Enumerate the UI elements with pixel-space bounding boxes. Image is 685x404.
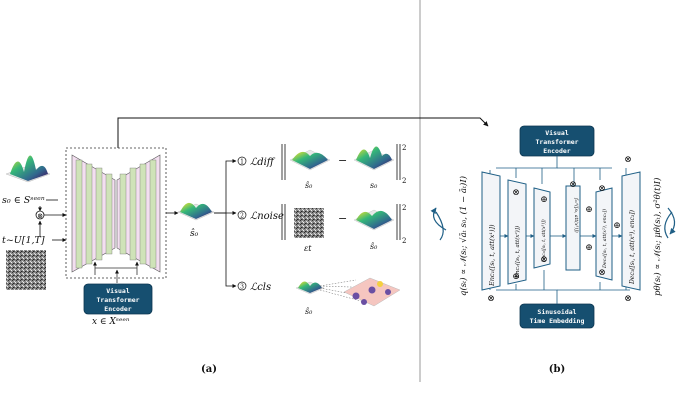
svg-text:3: 3 xyxy=(240,284,244,291)
dec2-label: Dec₂([sₜ, t, att(x²), enc₂]) xyxy=(601,209,608,269)
s0-input-label: s₀ ∈ Sˢᵉᵉⁿ xyxy=(2,195,45,206)
svg-text:⊗: ⊗ xyxy=(569,180,577,190)
vit-encoder-box-b: Visual Transformer Encoder xyxy=(519,125,595,157)
svg-text:Visual: Visual xyxy=(106,287,130,295)
svg-text:Transformer: Transformer xyxy=(535,138,578,146)
svg-text:Visual: Visual xyxy=(545,129,569,137)
connector-arrow xyxy=(117,117,489,148)
svg-text:1: 1 xyxy=(240,159,244,166)
svg-text:⊕: ⊕ xyxy=(585,205,593,215)
svg-text:−: − xyxy=(338,212,347,225)
enc1-block xyxy=(481,171,501,291)
svg-text:s₀: s₀ xyxy=(370,181,378,190)
svg-text:⊕: ⊕ xyxy=(540,195,548,205)
loss-cls-row: 3 ℒcls ŝ₀ xyxy=(237,277,401,316)
enc2-block xyxy=(507,179,527,285)
t-input-label: t~U[1,T] xyxy=(2,235,45,246)
svg-text:⊗: ⊗ xyxy=(598,184,606,194)
caption-b: (b) xyxy=(549,364,565,375)
svg-text:⊕: ⊕ xyxy=(585,243,593,253)
svg-text:Time Embedding: Time Embedding xyxy=(530,317,585,325)
panel-b: Visual Transformer Encoder Sinusoidal Ti… xyxy=(430,125,676,375)
svg-text:⊗: ⊗ xyxy=(624,294,632,304)
svg-text:Encoder: Encoder xyxy=(104,305,131,313)
reverse-formula: pθ(sₜ) ∝ 𝒩(sₜ; μθ(sₜ), σ²θ(t)I) xyxy=(652,178,663,296)
loss-diff-label: ℒdiff xyxy=(250,157,276,168)
svg-text:⊗: ⊗ xyxy=(512,188,520,198)
svg-text:−: − xyxy=(338,154,347,167)
svg-text:2: 2 xyxy=(240,213,244,220)
svg-text:ŝ₀: ŝ₀ xyxy=(370,242,378,251)
vit-encoder-box-a: Visual Transformer Encoder xyxy=(83,283,153,315)
dec3-block xyxy=(621,171,641,291)
svg-text:Sinusoidal: Sinusoidal xyxy=(537,308,576,316)
svg-text:2: 2 xyxy=(402,237,406,245)
noise-image xyxy=(6,250,46,290)
loss-cls-label: ℒcls xyxy=(250,282,271,293)
svg-text:⊕: ⊕ xyxy=(512,272,520,282)
dec2-block-inner xyxy=(595,187,613,281)
svg-text:⊗: ⊗ xyxy=(487,294,495,304)
output-label: ŝ₀ xyxy=(190,228,199,239)
enc3-label: Enc₃([sₜ, t, att(x³)]) xyxy=(540,219,547,263)
svg-text:⊗: ⊗ xyxy=(540,255,548,265)
svg-text:ŝ₀: ŝ₀ xyxy=(305,181,313,190)
caption-a: (a) xyxy=(201,364,217,375)
svg-text:ŝ₀: ŝ₀ xyxy=(305,307,313,316)
svg-text:⊗: ⊗ xyxy=(624,155,632,165)
forward-formula: q(sₜ) ∝ 𝒩(sₜ; √āₜ s₀, (1 − āₜ)I) xyxy=(458,176,469,296)
dec3-label: Dec₃([sₜ, t, att(x³), enc₃]) xyxy=(629,209,636,285)
svg-text:2: 2 xyxy=(402,144,406,152)
output-surface-plot xyxy=(177,202,215,221)
loss-noise-label: ℒnoise xyxy=(250,211,284,222)
svg-text:⊗: ⊗ xyxy=(37,212,43,220)
svg-text:εt: εt xyxy=(304,244,312,253)
loss-diff-row: 1 ℒdiff ŝ₀ − s₀ 2 2 xyxy=(237,144,406,190)
svg-text:2: 2 xyxy=(402,204,406,212)
s0-surface-plot xyxy=(5,155,51,183)
loss-noise-row: 2 ℒnoise εt − ŝ₀ 2 2 xyxy=(237,204,406,253)
panel-a: s₀ ∈ Sˢᵉᵉⁿ ⊗ t~U[1,T] Visu xyxy=(2,144,406,375)
svg-text:Encoder: Encoder xyxy=(543,147,570,155)
enc3-block xyxy=(533,187,551,269)
enc1-label: Enc₁([sₜ, t, att(x¹)]) xyxy=(488,224,496,287)
reverse-process-arrow xyxy=(667,207,676,235)
time-embedding-box: Sinusoidal Time Embedding xyxy=(519,303,595,329)
svg-text:2: 2 xyxy=(402,177,406,185)
x-seen-label: x ∈ Xˢᵉᵉⁿ xyxy=(92,317,130,327)
svg-text:Transformer: Transformer xyxy=(96,296,139,304)
svg-text:⊗: ⊗ xyxy=(598,268,606,278)
svg-text:⊕: ⊕ xyxy=(613,221,621,231)
mid-label: fₘᵢᵈ([sₜ, att(x³)]) xyxy=(573,197,580,233)
operator-nodes: ⊗ ⊕ ⊗ ⊕ ⊗ ⊗ ⊕ ⊕ ⊗ ⊗ ⊕ ⊗ ⊗ xyxy=(487,155,632,304)
enc2-label: Enc₂([sₜ, t, att(x²)]) xyxy=(514,226,521,279)
mid-block xyxy=(565,185,581,271)
